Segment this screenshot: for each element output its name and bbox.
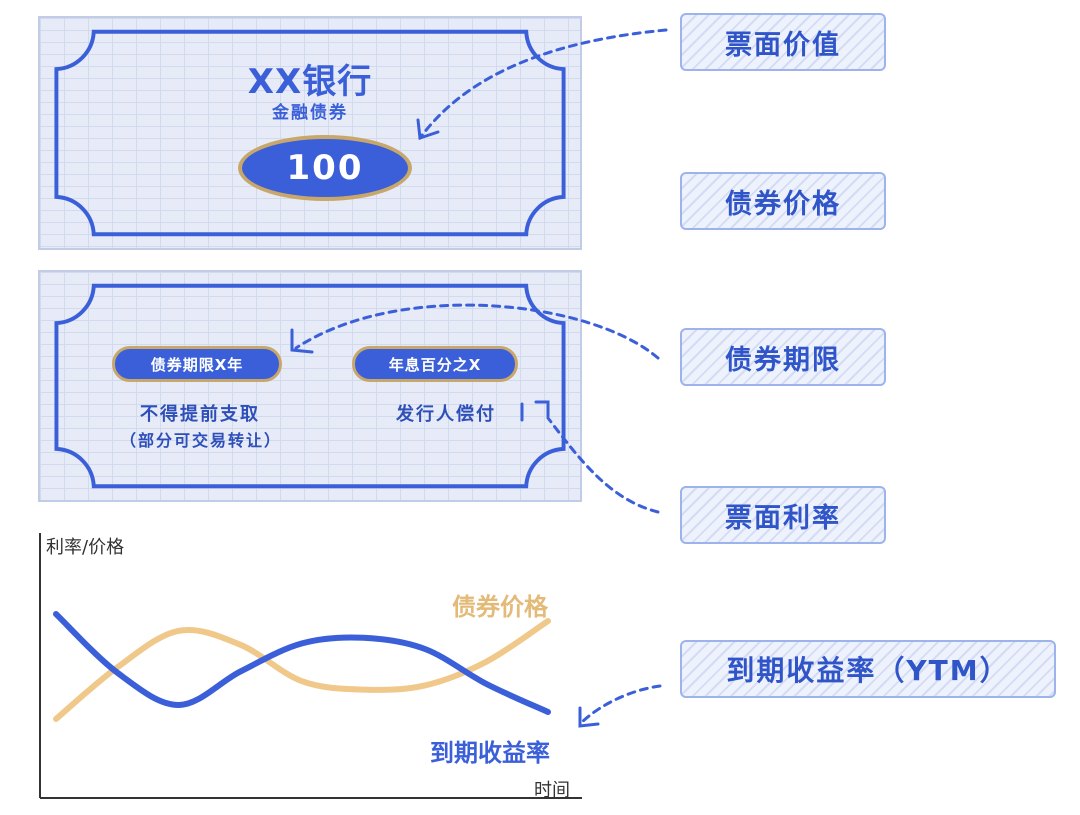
series-line-bond-price [53,618,551,722]
coupon-rate-pill: 年息百分之X [352,346,518,382]
label-bond-term: 债券期限 [680,328,886,386]
label-face-value: 票面价值 [680,13,886,71]
label-coupon-rate-text: 票面利率 [725,502,841,534]
label-bond-term-text: 债券期限 [725,344,841,376]
arrowhead-ytm [578,706,600,728]
label-face-value-text: 票面价值 [725,29,841,61]
transferable-note: （部分可交易转让） [119,431,282,450]
issuer-repayment-note: 发行人偿付 [396,404,496,425]
no-early-withdrawal-note: 不得提前支取 [140,404,260,425]
bond-type: 金融债券 [272,103,348,123]
arrow-ytm [580,684,662,724]
series-line-ytm [53,611,551,715]
certificate-frame [54,29,566,237]
bond-certificate-back: 债券期限X年 年息百分之X 不得提前支取 （部分可交易转让） 发行人偿付 [38,270,582,502]
arrow-face-value [418,28,668,140]
series-label-ytm: 到期收益率 [430,739,550,767]
bond-certificate-front: XX银行 金融债券 100 [38,16,582,250]
label-bond-price-text: 债券价格 [725,188,841,220]
arrow-bond-term [294,303,660,360]
arrowhead-bond-term [290,328,314,354]
face-value-badge: 100 [238,135,412,201]
arrow-coupon-rate [546,416,660,514]
label-bond-price: 债券价格 [680,172,886,230]
label-ytm: 到期收益率（YTM） [680,640,1056,698]
label-ytm-text: 到期收益率（YTM） [726,654,1010,687]
y-axis-label: 利率/价格 [46,537,125,558]
arrowhead-face-value [416,118,440,141]
series-label-bond-price: 债券价格 [452,593,548,621]
certificate-frame [54,283,566,489]
bank-name: XX银行 [247,62,373,102]
bond-term-text: 债券期限X年 [150,355,244,374]
bond-term-pill: 债券期限X年 [112,346,282,382]
face-value: 100 [286,148,364,188]
label-coupon-rate: 票面利率 [680,486,886,544]
coupon-rate-text: 年息百分之X [388,355,482,374]
x-axis-label: 时间 [534,780,570,801]
bracket-coupon [534,400,550,418]
